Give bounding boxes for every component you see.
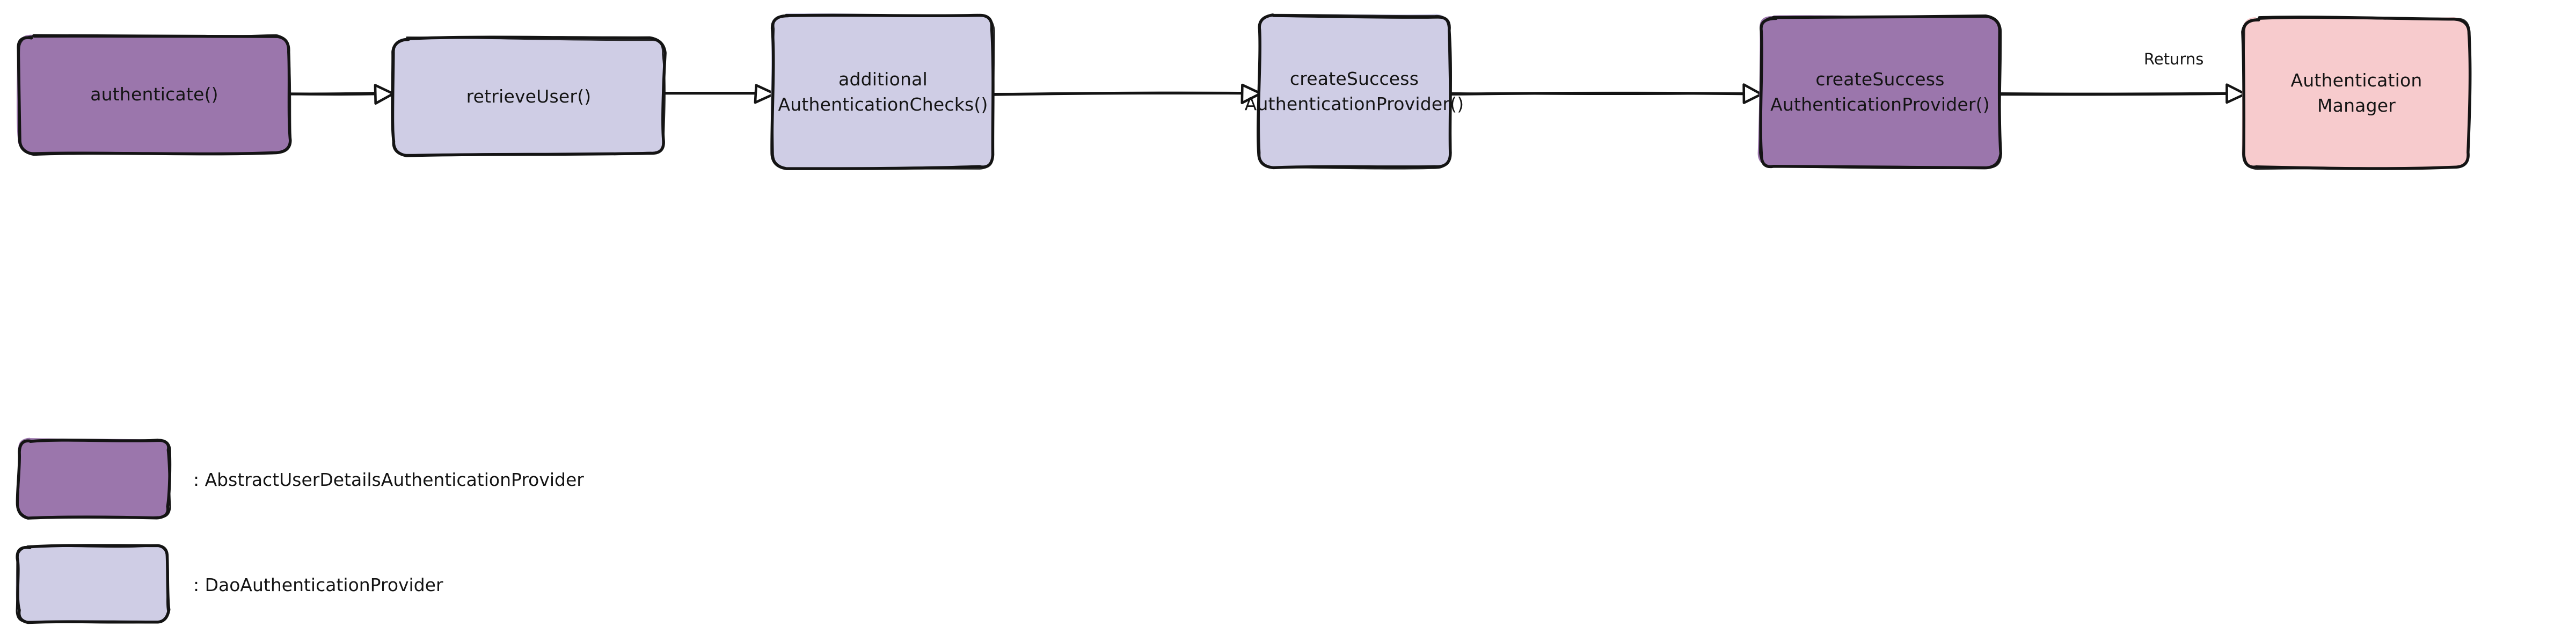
- legend-label-legend-abstract-user-details-authentication-provider: : AbstractUserDetailsAuthenticationProvi…: [193, 469, 584, 490]
- node-outline: [392, 36, 666, 156]
- edge-edge-5: [1999, 83, 2247, 104]
- legend-swatch-fill-core: [18, 440, 170, 518]
- node-fill-core: [772, 16, 993, 169]
- node-outline: [1758, 16, 2002, 170]
- node-create-success-authentication-provider-dao[interactable]: [1257, 13, 1452, 170]
- edge-edge-1: [282, 84, 395, 105]
- edge-arrowhead-icon: [2225, 83, 2247, 104]
- node-outline: [2242, 17, 2471, 170]
- edge-edge-2: [662, 84, 776, 104]
- node-outline: [771, 13, 995, 170]
- edge-shaft: [1448, 92, 1752, 96]
- edge-arrowhead-icon: [1240, 83, 1262, 104]
- node-retrieve-user[interactable]: [391, 35, 667, 157]
- edge-shaft: [282, 93, 383, 96]
- legend-swatch-fill-core: [17, 545, 169, 622]
- legend-swatch-legend-dao-authentication-provider: [16, 544, 171, 624]
- legend-label-legend-dao-authentication-provider: : DaoAuthenticationProvider: [193, 574, 443, 595]
- edge-edge-3: [991, 83, 1262, 104]
- node-authenticate[interactable]: [17, 34, 292, 156]
- node-outline: [18, 34, 292, 155]
- edge-arrowhead-icon: [754, 84, 776, 104]
- node-fill-core: [393, 38, 665, 155]
- legend-swatch-legend-abstract-user-details-authentication-provider: [16, 438, 172, 520]
- edge-arrowhead-icon: [1742, 83, 1763, 104]
- edge-arrowhead-icon: [374, 84, 395, 105]
- node-additional-authentication-checks[interactable]: [770, 13, 995, 170]
- node-outline: [1258, 13, 1452, 170]
- node-fill-core: [2243, 18, 2470, 168]
- edge-edge-4: [1448, 83, 1763, 104]
- node-authentication-manager[interactable]: [2241, 16, 2472, 170]
- legend-swatch-outline: [17, 439, 171, 520]
- node-fill-core: [1258, 16, 1450, 167]
- legend-swatch-outline: [16, 544, 169, 624]
- node-fill-core: [18, 36, 290, 154]
- edge-shaft: [662, 92, 764, 94]
- node-fill-core: [1760, 17, 2000, 168]
- node-create-success-authentication-provider-abstract[interactable]: [1757, 14, 2002, 170]
- edge-shaft: [1999, 93, 2235, 96]
- edge-label-edge-5: Returns: [2144, 50, 2204, 68]
